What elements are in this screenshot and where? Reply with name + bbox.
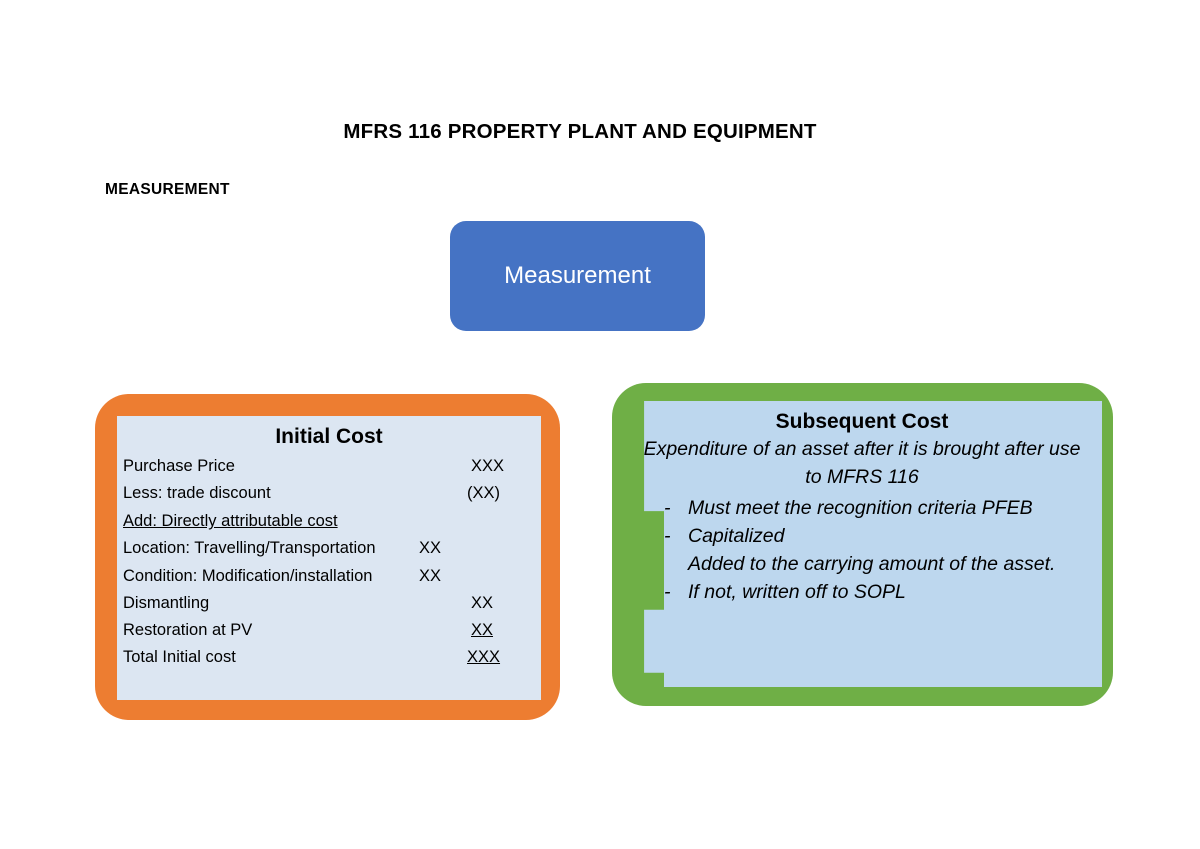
cost-item-amount: XXX xyxy=(471,457,505,476)
table-row: Dismantling XX xyxy=(117,590,541,617)
subsequent-cost-intro: Expenditure of an asset after it is brou… xyxy=(643,438,1081,488)
initial-cost-heading: Initial Cost xyxy=(275,425,383,448)
subsequent-cost-heading: Subsequent Cost xyxy=(775,410,949,433)
cost-item-label: Less: trade discount xyxy=(123,484,271,503)
list-item: Added to the carrying amount of the asse… xyxy=(664,550,1092,578)
cost-item-amount-text: XX xyxy=(471,620,494,639)
table-row: Restoration at PV XX xyxy=(117,617,541,644)
table-row: Purchase Price XXX xyxy=(117,453,541,480)
section-label-measurement: MEASUREMENT xyxy=(105,181,230,198)
cost-item-label: Dismantling xyxy=(123,593,210,612)
subsequent-cost-panel: Subsequent Cost Expenditure of an asset … xyxy=(622,401,1102,687)
cost-item-amount: XX xyxy=(419,539,442,558)
table-row: Less: trade discount (XX) xyxy=(117,480,541,507)
table-row: Add: Directly attributable cost xyxy=(117,507,541,535)
node-measurement[interactable]: Measurement xyxy=(450,221,705,331)
cost-item-amount: XX xyxy=(471,593,494,612)
cost-item-amount-text: XXX xyxy=(467,647,501,666)
subsequent-cost-bullet-list: - Must meet the recognition criteria PFE… xyxy=(622,494,1102,606)
cost-item-amount: XX xyxy=(419,566,442,585)
list-item-text: If not, written off to SOPL xyxy=(688,580,906,603)
table-row: Total Initial cost XXX xyxy=(117,644,541,671)
list-item: - Capitalized xyxy=(664,522,1092,550)
bullet-dash: - xyxy=(664,580,671,603)
card-initial-cost[interactable]: Initial Cost Purchase Price XXX Less: tr… xyxy=(95,394,560,720)
list-item: - Must meet the recognition criteria PFE… xyxy=(664,494,1092,522)
page-title: MFRS 116 PROPERTY PLANT AND EQUIPMENT xyxy=(343,120,817,143)
cost-item-amount: XXX xyxy=(415,644,541,671)
bullet-dash: - xyxy=(664,496,671,519)
list-item-text: Must meet the recognition criteria PFEB xyxy=(688,496,1033,519)
cost-item-label-text: Add: Directly attributable cost xyxy=(123,512,338,531)
initial-cost-panel: Initial Cost Purchase Price XXX Less: tr… xyxy=(117,416,541,700)
cost-item-label: Condition: Modification/installation xyxy=(123,566,373,585)
card-subsequent-cost[interactable]: Subsequent Cost Expenditure of an asset … xyxy=(612,383,1113,706)
bullet-dash: - xyxy=(664,524,671,547)
list-item-text: Capitalized xyxy=(688,524,785,547)
initial-cost-table: Purchase Price XXX Less: trade discount … xyxy=(117,453,541,671)
list-item: - If not, written off to SOPL xyxy=(664,578,1092,606)
cost-item-amount: XX xyxy=(415,617,541,644)
table-row: Condition: Modification/installation XX xyxy=(117,563,541,590)
list-item-text: Added to the carrying amount of the asse… xyxy=(688,552,1056,575)
cost-item-label: Purchase Price xyxy=(123,457,235,476)
table-row: Location: Travelling/Transportation XX xyxy=(117,535,541,562)
cost-item-amount: (XX) xyxy=(467,484,500,503)
cost-item-label: Restoration at PV xyxy=(123,620,253,639)
cost-item-amount xyxy=(415,507,541,535)
cost-item-label: Total Initial cost xyxy=(123,647,236,666)
node-measurement-label: Measurement xyxy=(504,262,651,289)
cost-item-label: Add: Directly attributable cost xyxy=(117,507,415,535)
cost-item-label: Location: Travelling/Transportation xyxy=(123,539,376,558)
